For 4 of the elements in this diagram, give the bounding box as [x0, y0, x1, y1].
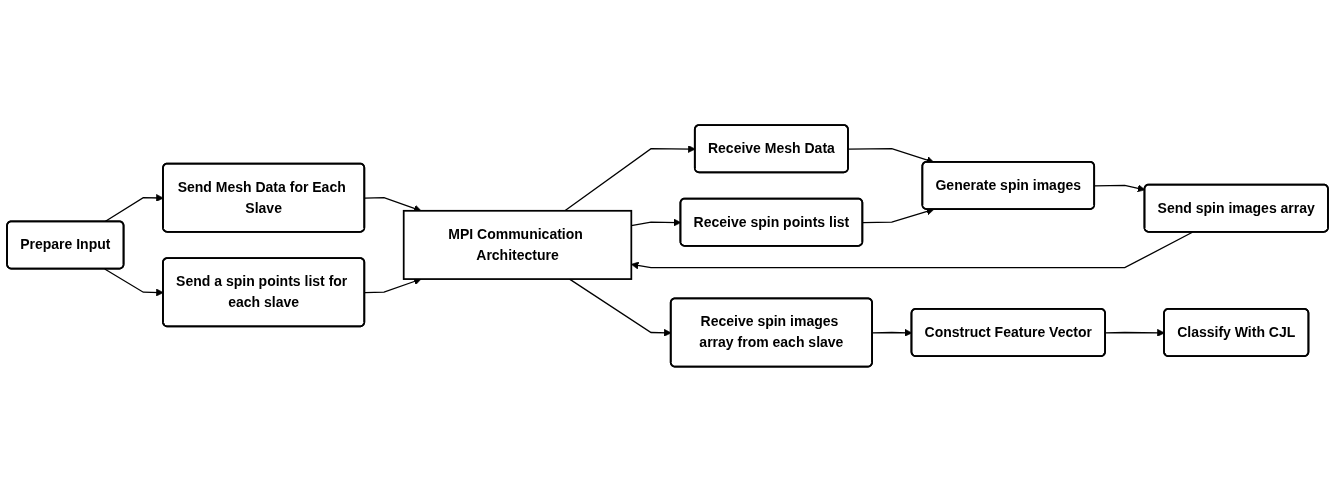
arrow — [862, 207, 935, 223]
node-box: MPI Communication Architecture — [402, 209, 633, 280]
arrow — [364, 277, 422, 293]
arrow — [364, 196, 422, 212]
